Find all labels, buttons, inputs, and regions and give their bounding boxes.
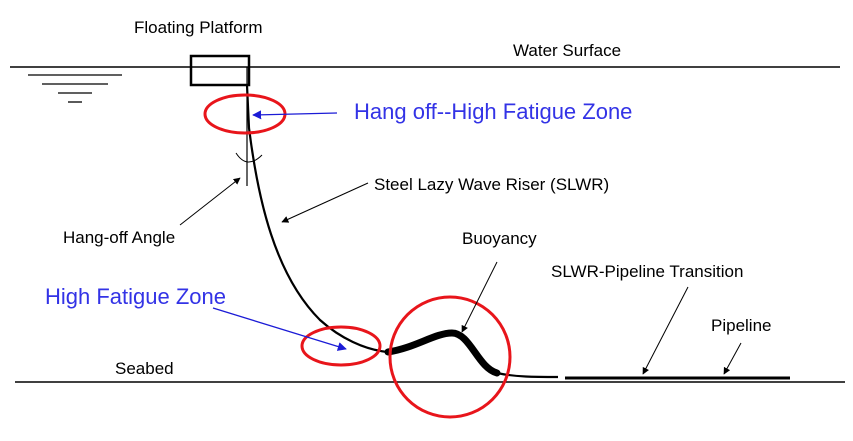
buoyancy-circle — [388, 295, 512, 419]
water-level-symbol — [28, 74, 122, 103]
hang-off-angle-arc — [235, 152, 263, 163]
high-fatigue-zone-arrow — [212, 307, 347, 351]
buoyancy-label: Buoyancy — [462, 229, 537, 248]
transition-label: SLWR-Pipeline Transition — [551, 262, 743, 281]
hang-off-angle-label: Hang-off Angle — [63, 228, 175, 247]
riser-curve — [245, 84, 389, 354]
hang-off-zone-arrow — [252, 110, 338, 120]
hang-off-zone-label: Hang off--High Fatigue Zone — [354, 99, 632, 124]
water-surface-label: Water Surface — [513, 41, 621, 60]
buoyancy-section — [384, 329, 501, 377]
hang-off-angle-arrow — [179, 177, 241, 226]
riser-arrow — [281, 182, 369, 223]
pipeline-label: Pipeline — [711, 316, 772, 335]
riser-label: Steel Lazy Wave Riser (SLWR) — [374, 175, 609, 194]
high-fatigue-zone-label: High Fatigue Zone — [45, 284, 226, 309]
buoyancy-arrow — [461, 261, 498, 333]
riser-touchdown — [496, 371, 559, 379]
floating-platform-label: Floating Platform — [134, 18, 263, 37]
seabed-label: Seabed — [115, 359, 174, 378]
floating-platform-box — [189, 54, 251, 87]
high-fatigue-zone-circle — [300, 325, 382, 367]
pipeline-arrow — [723, 342, 742, 375]
transition-arrow — [642, 286, 689, 375]
